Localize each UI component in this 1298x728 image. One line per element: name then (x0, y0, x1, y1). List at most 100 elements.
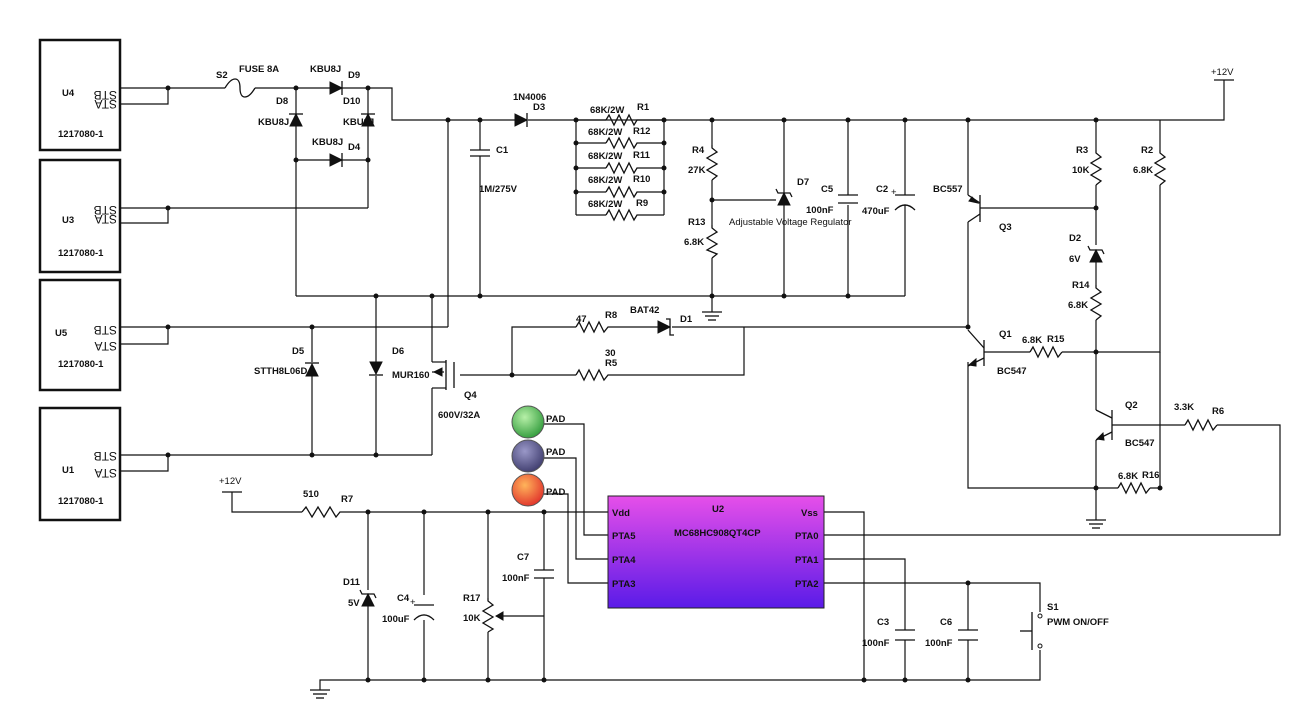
u3-pin-stb: STB (94, 203, 117, 217)
label-c1: C1 (496, 145, 509, 156)
label-r7-val: 510 (303, 489, 319, 500)
label-q2: Q2 (1125, 400, 1138, 411)
resistor-bank (605, 113, 640, 222)
resistor-r8 (575, 320, 612, 334)
u4-pin-stb: STB (94, 88, 117, 102)
label-bc547-q2: BC547 (1125, 438, 1155, 449)
fuse-symbol (224, 78, 256, 98)
label-q1: Q1 (999, 329, 1012, 340)
label-pad1: PAD (546, 414, 565, 425)
label-pad3: PAD (546, 487, 565, 498)
mcu-u2-body (607, 495, 825, 609)
label-r10-val: 68K/2W (588, 175, 622, 186)
pin-pta5: PTA5 (612, 531, 636, 542)
label-d7: D7 (797, 177, 809, 188)
label-r17: R17 (463, 593, 480, 604)
u3-ref: U3 (62, 215, 74, 226)
u5-pin-sta: STA (95, 339, 117, 353)
label-d3: D3 (533, 102, 545, 113)
connector-u4: U4 STB STA 1217080-1 (38, 38, 122, 152)
label-d11-val: 5V (348, 598, 360, 609)
resistor-r16 (1117, 481, 1151, 495)
potentiometer-r17 (481, 598, 504, 633)
label-r5-val: 30 (605, 348, 616, 359)
label-c4-val: 100uF (382, 614, 410, 625)
label-d8: D8 (276, 96, 288, 107)
pad-3[interactable] (511, 473, 545, 507)
svg-text:+: + (410, 597, 416, 608)
label-r3-val: 10K (1072, 165, 1090, 176)
capacitor-c5 (838, 194, 858, 204)
label-d10: D10 (343, 96, 360, 107)
label-r4: R4 (692, 145, 705, 156)
u1-ref: U1 (62, 465, 75, 476)
label-r17-val: 10K (463, 613, 481, 624)
diode-d1 (657, 318, 674, 336)
label-kbu-d9: KBU8J (310, 64, 341, 75)
pin-pta3: PTA3 (612, 579, 636, 590)
label-pad2: PAD (546, 447, 565, 458)
diode-d5 (305, 362, 319, 377)
u1-part: 1217080-1 (58, 496, 104, 507)
pin-pta4: PTA4 (612, 555, 636, 566)
label-r9-val: 68K/2W (588, 199, 622, 210)
svg-text:+: + (891, 187, 897, 198)
diode-d6 (369, 361, 383, 376)
transistor-q3 (967, 194, 981, 223)
capacitor-c2: + (891, 187, 916, 211)
switch-s1[interactable] (1020, 612, 1043, 650)
label-r13: R13 (688, 217, 705, 228)
label-s1-desc: PWM ON/OFF (1047, 617, 1109, 628)
u1-pin-stb: STB (94, 449, 117, 463)
label-kbu-d4: KBU8J (312, 137, 343, 148)
resistor-r2 (1153, 150, 1167, 186)
label-bat42: BAT42 (630, 305, 659, 316)
label-r9: R9 (636, 198, 648, 209)
label-bc557: BC557 (933, 184, 963, 195)
label-d7-desc: Adjustable Voltage Regulator (729, 217, 852, 228)
resistor-r14 (1089, 285, 1103, 321)
label-d5: D5 (292, 346, 305, 357)
pad-1[interactable] (511, 405, 545, 439)
label-r5: R5 (605, 358, 618, 369)
resistor-r5 (575, 368, 612, 382)
label-kbu-d10: KBU8J (343, 117, 374, 128)
label-q4-val: 600V/32A (438, 410, 480, 421)
capacitor-c7 (534, 569, 554, 579)
resistor-r6 (1184, 418, 1218, 432)
connector-u3: U3 STB STA 1217080-1 (38, 158, 122, 274)
zener-d2 (1087, 245, 1105, 263)
label-r8-val: 47 (576, 314, 587, 325)
label-vcc-bottom: +12V (219, 476, 242, 487)
label-s1: S1 (1047, 602, 1059, 613)
transistor-q1 (967, 329, 985, 367)
u4-pin-sta: STA (95, 97, 117, 111)
u5-part: 1217080-1 (58, 359, 104, 370)
ground-symbols (310, 311, 1106, 699)
u4-part: 1217080-1 (58, 129, 104, 140)
label-d4: D4 (348, 142, 361, 153)
pin-vdd: Vdd (612, 508, 630, 519)
u3-pin-sta: STA (95, 212, 117, 226)
pad-2[interactable] (511, 439, 545, 473)
label-r16: R16 (1142, 470, 1159, 481)
junction-dots (165, 85, 1163, 683)
resistor-r4 (705, 145, 719, 181)
label-fuse: FUSE 8A (239, 64, 279, 75)
label-d2-val: 6V (1069, 254, 1081, 265)
label-r2: R2 (1141, 145, 1153, 156)
zener-d11 (359, 589, 377, 607)
label-r12: R12 (633, 126, 650, 137)
label-c6-val: 100nF (925, 638, 953, 649)
resistor-r3 (1089, 150, 1103, 186)
label-c5: C5 (821, 184, 834, 195)
capacitor-c6 (958, 629, 978, 641)
mosfet-q4 (432, 360, 455, 390)
label-r15-val: 6.8K (1022, 335, 1042, 346)
label-vcc-top: +12V (1211, 67, 1234, 78)
label-d6-part: MUR160 (392, 370, 430, 381)
label-d2: D2 (1069, 233, 1081, 244)
label-r1: R1 (637, 102, 650, 113)
label-c6: C6 (940, 617, 952, 628)
label-c5-val: 100nF (806, 205, 834, 216)
